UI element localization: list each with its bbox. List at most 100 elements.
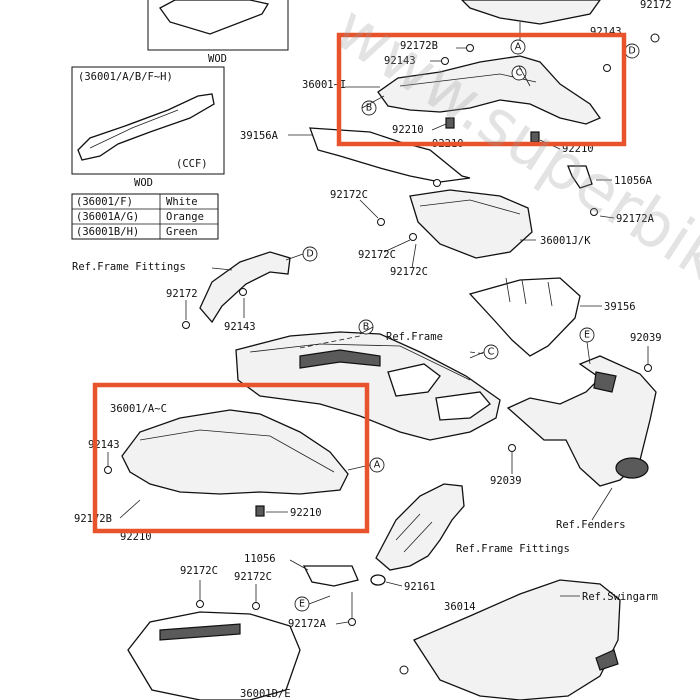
label-36001-I: 36001~I xyxy=(302,79,346,91)
clip-92210-low xyxy=(255,505,265,517)
label-92210-low: 92210 xyxy=(290,507,322,519)
label-92172C-5: 92172C xyxy=(234,571,272,583)
ref-frame-fittings-1: Ref.Frame Fittings xyxy=(72,261,186,273)
grommet-92161 xyxy=(370,574,386,586)
fender-assembly: 92039 92039 Ref.Fenders xyxy=(490,332,662,531)
label-92172-mid: 92172 xyxy=(166,288,198,300)
label-92161: 92161 xyxy=(404,581,436,593)
side-guard: Ref.Frame Fittings xyxy=(375,483,570,571)
screw-92172C-4 xyxy=(196,600,204,608)
inset-ccf-variants: (36001/A/B/F~H) xyxy=(78,71,173,83)
bracket-11056-shape xyxy=(302,565,359,587)
screw-92172-mid xyxy=(182,321,190,329)
label-92172-top: 92172 xyxy=(640,0,672,11)
callout-B1: B xyxy=(366,103,373,114)
screw-92172B-top xyxy=(466,44,474,52)
color-table-code-3: (36001B/H) xyxy=(76,226,139,238)
lower-tail-cover xyxy=(121,409,349,495)
seat-cowl-shape xyxy=(461,0,601,25)
nut-92143-right xyxy=(603,64,611,72)
label-11056A: 11056A xyxy=(614,175,653,187)
color-table-color-3: Green xyxy=(166,226,198,238)
label-39156: 39156 xyxy=(604,301,636,313)
ref-frame-fittings-2: Ref.Frame Fittings xyxy=(456,543,570,555)
nut-92143-low xyxy=(104,466,112,474)
screw-92172-top xyxy=(650,33,660,43)
callouts: A C D B D B C E A E xyxy=(285,39,640,612)
panel-39156A-shape xyxy=(309,127,471,183)
inset-top-label: WOD xyxy=(208,53,227,65)
label-92143-mid: 92143 xyxy=(224,321,256,333)
frame-crossmember xyxy=(299,349,381,369)
screw-92172C-5 xyxy=(252,602,260,610)
bracket-11056A: 11056A 92172A xyxy=(567,165,655,225)
label-92172C-2: 92172C xyxy=(358,249,396,261)
fender-bracket xyxy=(593,371,617,393)
callout-E2: E xyxy=(299,599,305,610)
screw-92172C-3 xyxy=(433,179,441,187)
callout-A1: A xyxy=(515,42,522,53)
side-guard-shape xyxy=(375,483,465,571)
screw-36014 xyxy=(399,665,409,675)
label-36001JK: 36001J/K xyxy=(540,235,591,247)
panel-39156: 39156 xyxy=(468,277,636,357)
lower-panel-shape xyxy=(127,611,301,700)
ref-fenders: Ref.Fenders xyxy=(556,519,626,531)
bracket-11056: 11056 92161 92172A xyxy=(244,553,436,630)
inset-ccf-tag: (CCF) xyxy=(176,158,208,170)
label-92172C-4: 92172C xyxy=(180,565,218,577)
ref-swingarm: Ref.Swingarm xyxy=(582,591,658,603)
side-cover-36001JK-shape xyxy=(409,189,533,259)
panel-39156A: 39156A xyxy=(240,127,471,183)
label-92143-low: 92143 xyxy=(88,439,120,451)
label-92039-2: 92039 xyxy=(490,475,522,487)
label-11056: 11056 xyxy=(244,553,276,565)
upper-tail-cover xyxy=(377,55,601,125)
panel-39156-shape xyxy=(468,277,581,357)
label-36001DE: 36001D/E xyxy=(240,688,291,700)
bracket-11056A-shape xyxy=(567,165,593,189)
screw-92172C-1 xyxy=(377,218,385,226)
highlight-box-upper xyxy=(336,32,627,147)
callout-C2: C xyxy=(488,347,495,358)
grab-handle: Ref.Frame Fittings 92172 92143 xyxy=(72,251,291,333)
lower-tail-cover-group: 36001/A~C 92143 92172B 92210 92210 xyxy=(74,403,349,543)
label-92039-1: 92039 xyxy=(630,332,662,344)
frame-rear-block xyxy=(435,391,491,421)
fender-light-housing xyxy=(615,457,649,479)
fender-shape xyxy=(506,355,657,487)
screw-92172A-low xyxy=(348,618,356,626)
label-92172B-top: 92172B xyxy=(400,40,438,52)
ref-frame: Ref.Frame xyxy=(386,331,443,343)
highlight-box-lower xyxy=(92,382,370,534)
inset-ccf-label: WOD xyxy=(134,177,153,189)
swingarm-bracket xyxy=(595,649,619,671)
lower-panel-36001DE: 92172C 92172C 36001D/E xyxy=(127,565,301,700)
callout-D2: D xyxy=(306,249,313,260)
callout-A2: A xyxy=(374,460,381,471)
label-92172A-top: 92172A xyxy=(616,213,655,225)
frame-block xyxy=(387,363,441,397)
inset-top-wod: WOD xyxy=(147,0,289,65)
screw-92172A-top xyxy=(590,208,598,216)
nut-92143-mid xyxy=(239,288,247,296)
label-92143-top: 92143 xyxy=(384,55,416,67)
clip-92210-top xyxy=(445,117,455,129)
side-cover-36001JK: 92172C 92172C 92172C 36001J/K xyxy=(330,179,591,278)
lower-panel-vent xyxy=(159,623,241,641)
grab-handle-shape xyxy=(199,251,291,324)
label-36001AC: 36001/A~C xyxy=(110,403,167,415)
nut-92143-top xyxy=(441,57,449,65)
callout-E1: E xyxy=(584,330,590,341)
callout-D1: D xyxy=(628,46,635,57)
label-39156A: 39156A xyxy=(240,130,279,142)
swingarm-cover: 36014 Ref.Swingarm xyxy=(399,579,658,700)
inset-ccf: (36001/A/B/F~H) (CCF) WOD xyxy=(71,66,225,189)
nut-92039-1 xyxy=(644,364,652,372)
color-table-color-1: White xyxy=(166,196,198,208)
color-table-code-2: (36001A/G) xyxy=(76,211,139,223)
label-36014: 36014 xyxy=(444,601,476,613)
screw-92172C-2 xyxy=(409,233,417,241)
label-92172A-low: 92172A xyxy=(288,618,327,630)
